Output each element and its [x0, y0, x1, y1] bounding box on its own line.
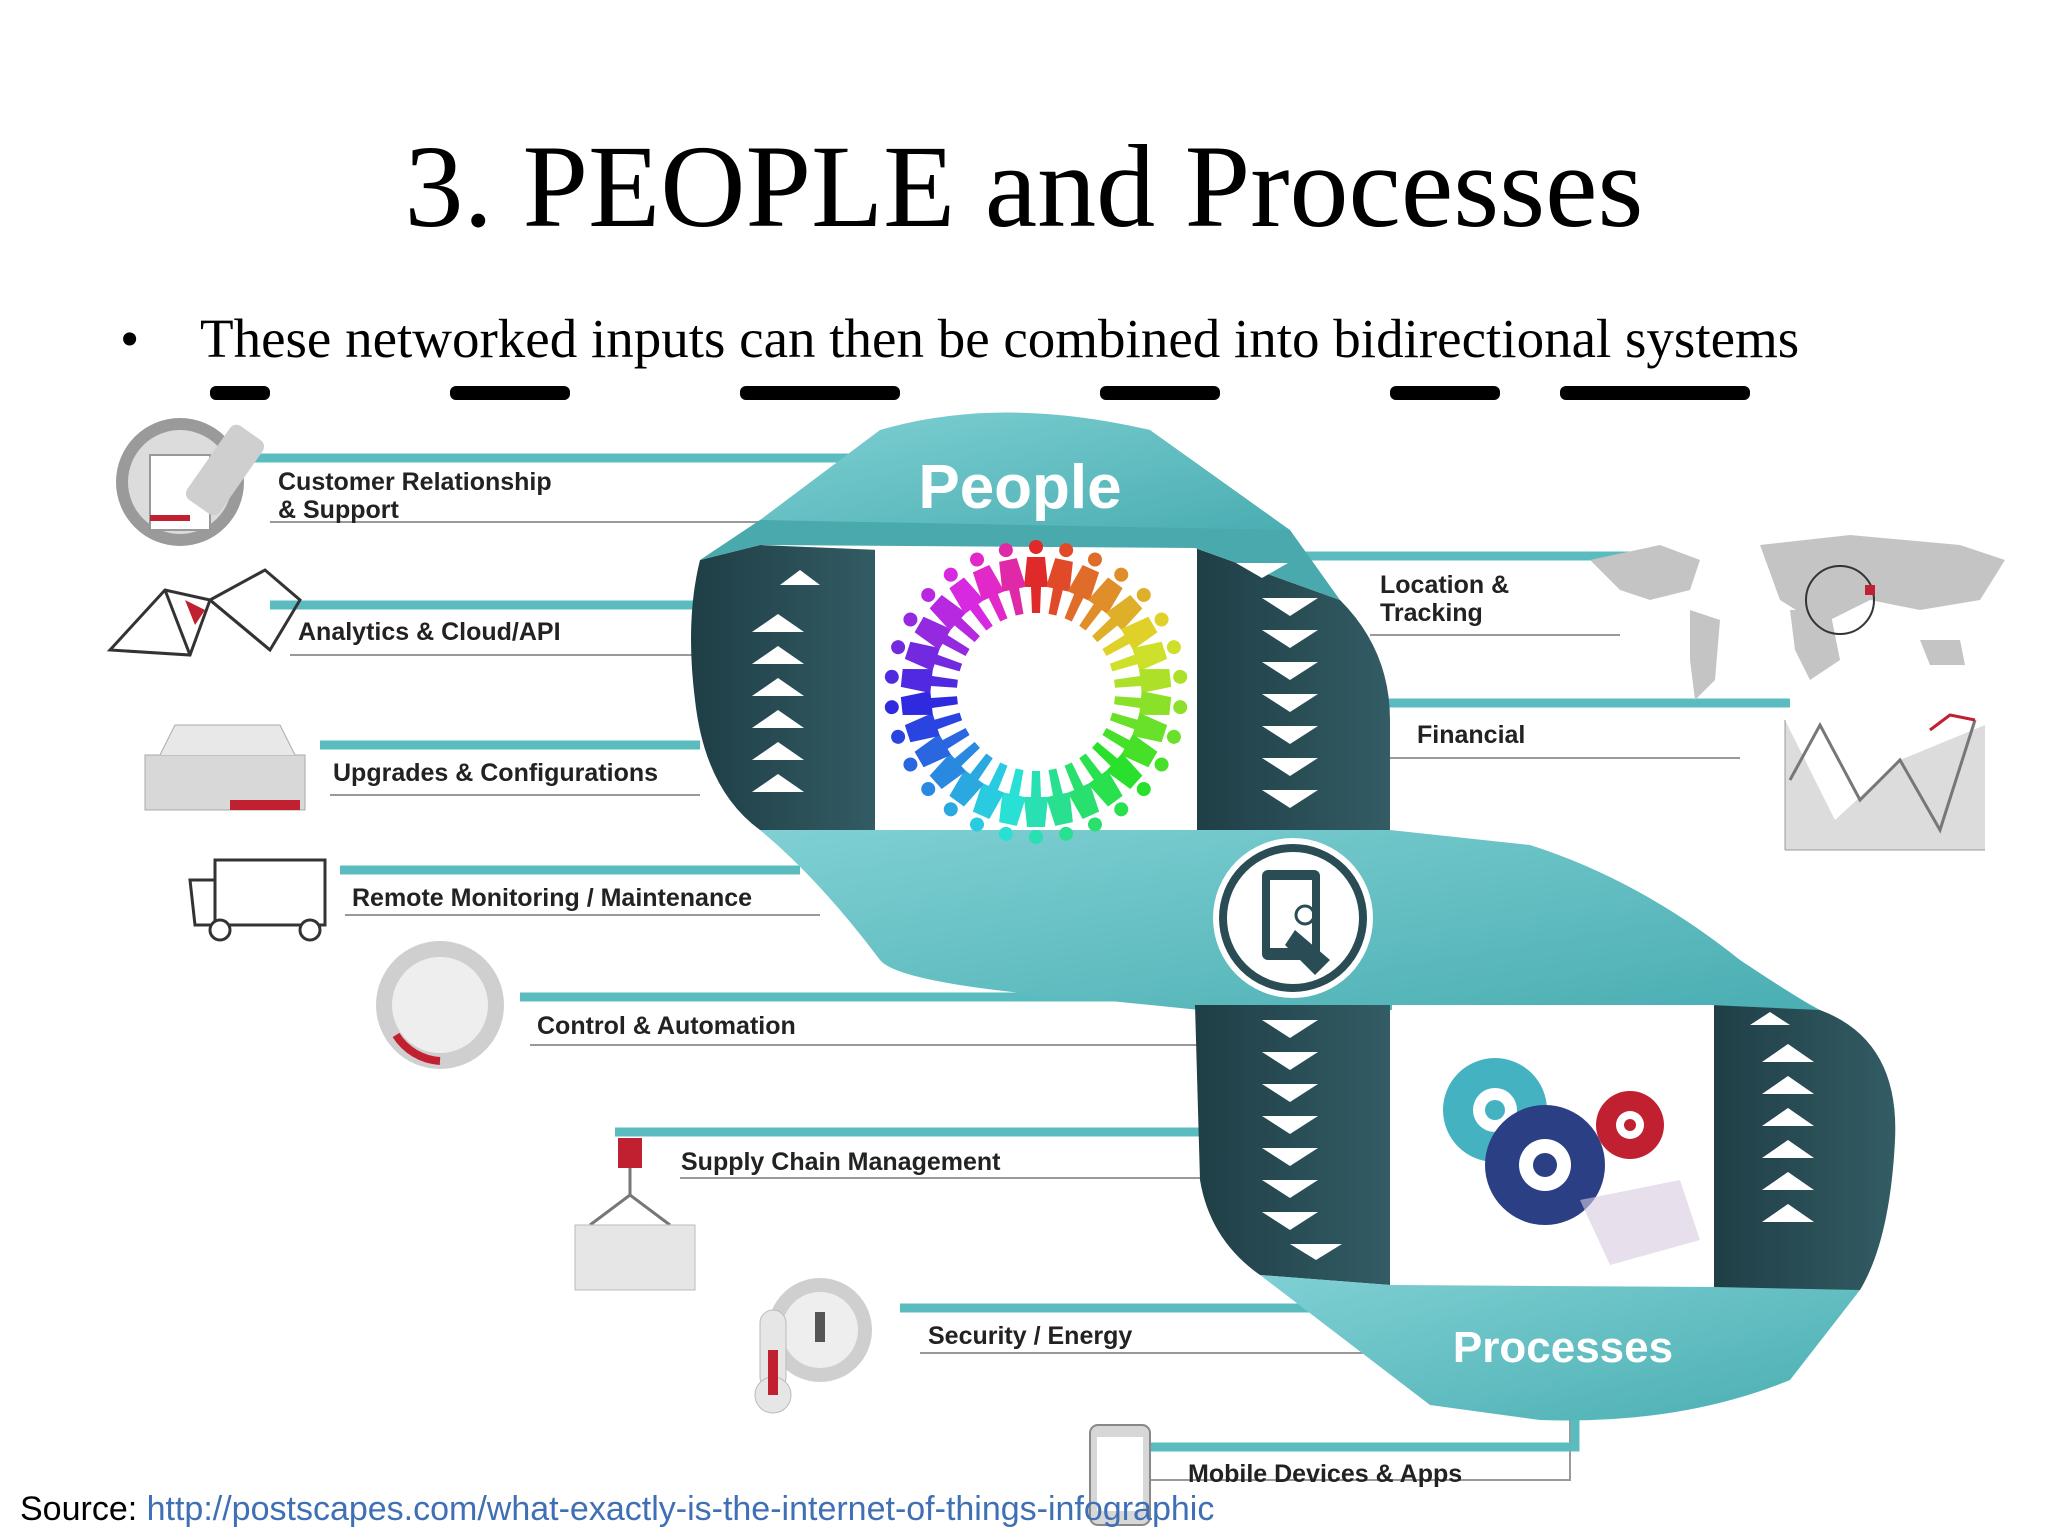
label-control-automation: Control & Automation [537, 1012, 796, 1040]
crane-hook-icon [574, 1138, 696, 1291]
slide-title: 3. PEOPLE and Processes [404, 121, 1644, 252]
source-citation: Source: http://postscapes.com/what-exact… [20, 1490, 1214, 1529]
upward-arrows-left [752, 570, 820, 792]
downward-arrows-right [1236, 563, 1318, 808]
person-figure [1064, 552, 1102, 622]
label-tracking: Tracking [1380, 599, 1483, 627]
bullet-text: These networked inputs can then be combi… [200, 308, 1800, 369]
person-figure [1079, 753, 1129, 817]
smartphone-icon [1089, 1424, 1151, 1526]
person-figure [1114, 691, 1188, 716]
person-figure [1102, 728, 1169, 772]
person-figure [891, 640, 963, 672]
person-figure [1024, 540, 1048, 613]
processes-ribbon [1195, 1005, 1896, 1421]
lock-thermometer-icon [754, 1278, 872, 1414]
person-figure [903, 612, 970, 656]
person-figure [1102, 612, 1169, 656]
bullet-symbol: • [120, 308, 140, 369]
person-figure [970, 762, 1008, 832]
clipped-second-line [120, 372, 1820, 400]
person-figure [891, 712, 963, 744]
truck-icon [188, 858, 327, 942]
person-figure [1024, 771, 1048, 844]
gears-icon [1443, 1058, 1700, 1265]
stock-chart-icon [1784, 713, 1985, 851]
dial-knob-icon [376, 941, 504, 1069]
person-figure [1046, 768, 1074, 841]
person-figure [1109, 712, 1181, 744]
person-figure [1046, 543, 1074, 616]
person-figure [1092, 587, 1151, 643]
person-figure [1079, 567, 1129, 631]
label-financial: Financial [1417, 721, 1525, 749]
person-figure [1114, 668, 1188, 693]
person-figure [903, 728, 970, 772]
processes-label: Processes [1453, 1323, 1673, 1372]
person-figure [921, 741, 980, 797]
bullet-point: • These networked inputs can then be com… [120, 300, 1950, 378]
label-customer-relationship: Customer Relationship [278, 468, 552, 496]
person-figure [1064, 762, 1102, 832]
person-figure [921, 587, 980, 643]
person-figure [998, 543, 1026, 616]
person-figure [998, 768, 1026, 841]
people-label: People [918, 453, 1121, 522]
person-figure [884, 668, 958, 693]
clipboard-icon [116, 418, 265, 546]
label-analytics-cloud-api: Analytics & Cloud/API [298, 618, 561, 646]
label-mobile-devices: Mobile Devices & Apps [1188, 1460, 1462, 1488]
person-figure [943, 753, 993, 817]
people-ring-icon [884, 540, 1188, 844]
downward-arrows-bottom [1262, 1020, 1342, 1260]
person-figure [1092, 741, 1151, 797]
person-figure [884, 691, 958, 716]
source-link[interactable]: http://postscapes.com/what-exactly-is-th… [146, 1490, 1215, 1528]
person-figure [1109, 640, 1181, 672]
touch-device-icon [1213, 838, 1373, 998]
label-customer-support: & Support [278, 496, 399, 524]
toolbox-icon [144, 724, 306, 811]
label-security-energy: Security / Energy [928, 1322, 1132, 1350]
label-remote-monitoring: Remote Monitoring / Maintenance [352, 884, 752, 912]
label-upgrades-configurations: Upgrades & Configurations [333, 759, 658, 787]
label-supply-chain: Supply Chain Management [681, 1148, 1001, 1176]
world-map-icon [1590, 535, 2005, 700]
person-figure [943, 567, 993, 631]
upward-arrows-bottom [1750, 1012, 1814, 1222]
network-mesh-icon [106, 568, 302, 657]
source-label: Source: [20, 1490, 147, 1528]
person-figure [970, 552, 1008, 622]
label-location: Location & [1380, 571, 1509, 599]
